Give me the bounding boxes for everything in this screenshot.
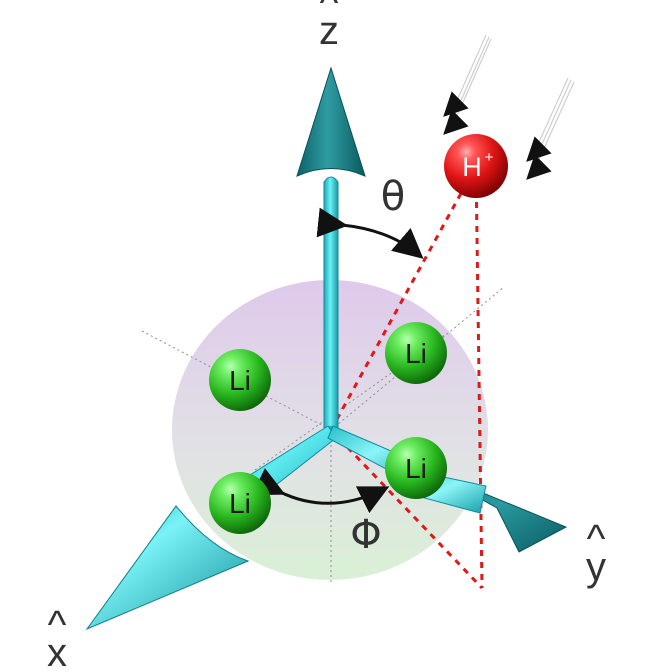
axis-labels: z ^ y ^ x ^ [47, 0, 606, 672]
x-axis-arrowhead [85, 505, 250, 631]
angle-labels: θ Φ [350, 174, 405, 558]
incoming-arrow-4 [526, 154, 552, 180]
li-atom-upper-left: Li [209, 349, 271, 411]
li-atom-upper-right: Li [385, 322, 447, 384]
projection-lines [329, 165, 484, 590]
incoming-arrow-3 [526, 136, 552, 162]
z-axis-arrowhead [296, 66, 366, 177]
phi-indicator [251, 468, 390, 514]
li-atom-lower-right: Li [385, 437, 447, 499]
li-atom-lower-left: Li [209, 472, 271, 534]
hydrogen-ion: H + [444, 134, 508, 198]
hydrogen-ion-label: H [462, 152, 482, 182]
hydrogen-ion-charge: + [485, 149, 494, 166]
x-axis-label: x [47, 631, 67, 672]
incoming-trajectory-lines [443, 34, 575, 180]
theta-label: θ [381, 174, 405, 220]
z-axis-label: z [319, 9, 339, 53]
incoming-arrow-2 [443, 109, 469, 135]
y-axis-label: y [586, 545, 606, 589]
phi-label: Φ [350, 512, 381, 558]
li-label-upper-left: Li [229, 365, 251, 396]
y-axis-hat: ^ [587, 517, 606, 561]
x-axis-hat: ^ [48, 603, 67, 647]
theta-indicator [316, 207, 424, 259]
z-axis-hat: ^ [320, 0, 339, 25]
li-label-upper-right: Li [405, 338, 427, 369]
li-label-lower-left: Li [229, 488, 251, 519]
li-label-lower-right: Li [405, 453, 427, 484]
